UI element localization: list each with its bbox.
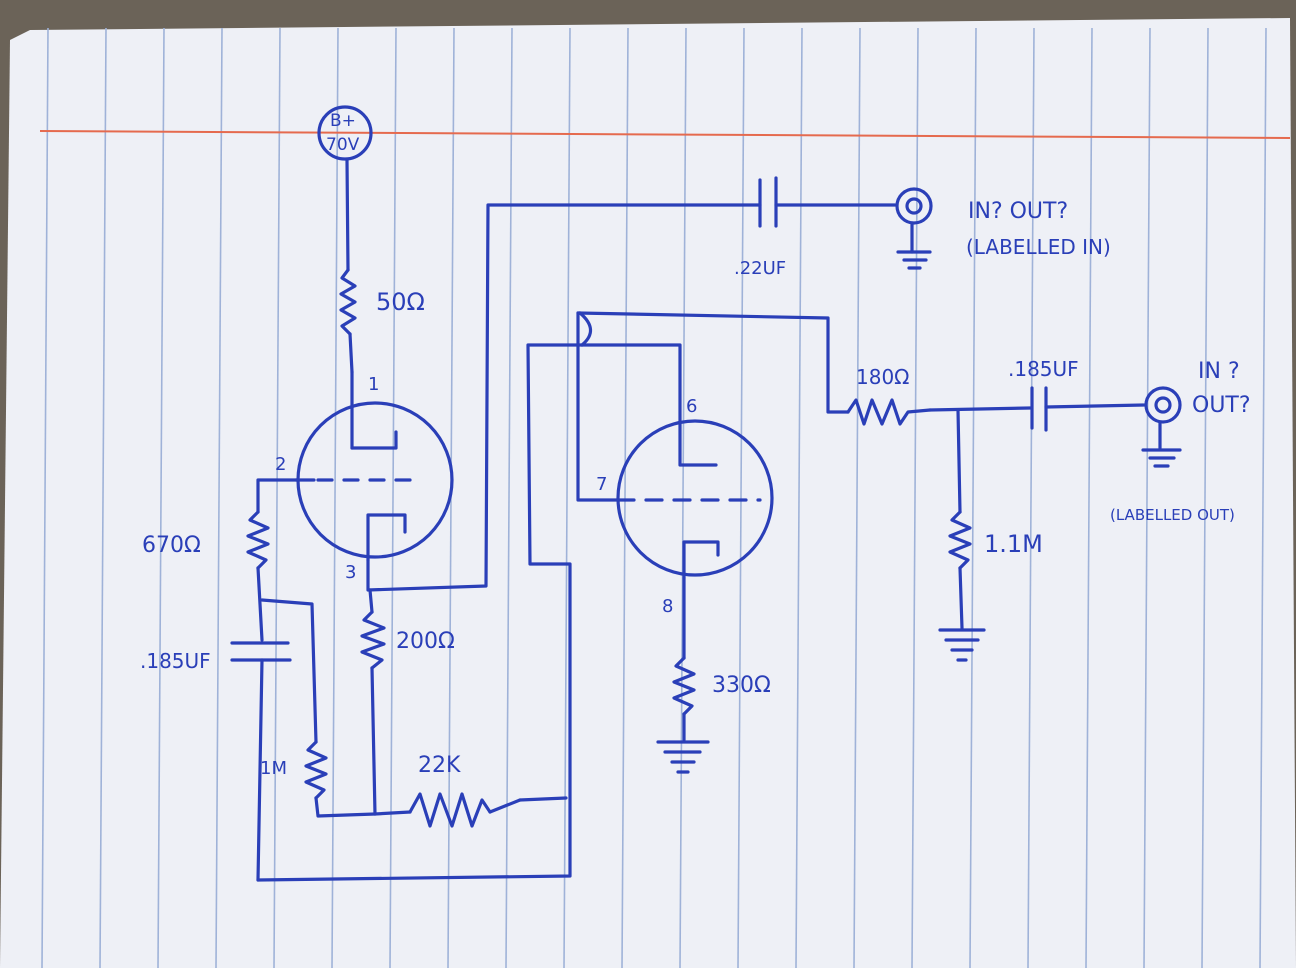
- label-1m: 1M: [260, 758, 287, 779]
- label-pin-6: 6: [686, 396, 697, 417]
- label-22uf: .22UF: [734, 258, 786, 279]
- label-185uf-out: .185UF: [1008, 357, 1079, 381]
- resistor-1m: [304, 740, 328, 800]
- label-pin-2: 2: [275, 454, 286, 475]
- ruled-line: [41, 27, 49, 968]
- ruled-line: [621, 27, 629, 968]
- b-plus-supply-node: [317, 105, 373, 161]
- ruled-line: [99, 27, 107, 968]
- output-jack-2: [1144, 386, 1182, 424]
- labels: B+ 70V 50Ω 1 2 3 670Ω .185UF 200Ω 1M 22K…: [140, 111, 1251, 779]
- resistor-22k: [408, 792, 492, 828]
- notebook-paper: [0, 18, 1296, 968]
- resistor-200-ohm: [360, 610, 386, 670]
- ruled-line: [853, 27, 861, 968]
- label-jack2-line1: IN ?: [1198, 359, 1240, 384]
- label-pin-8: 8: [662, 596, 673, 617]
- label-670-ohm: 670Ω: [142, 533, 201, 558]
- wiring: [230, 105, 1182, 882]
- label-jack1-line1: IN? OUT?: [968, 199, 1068, 224]
- ruled-line: [737, 27, 745, 968]
- ruled-line: [911, 27, 919, 968]
- ruled-line: [273, 27, 281, 968]
- ruled-line: [1259, 27, 1267, 968]
- ruled-line: [215, 27, 223, 968]
- label-200-ohm: 200Ω: [396, 629, 455, 654]
- label-22k: 22K: [418, 753, 461, 778]
- resistor-670-ohm: [246, 510, 270, 570]
- resistor-330-ohm: [672, 656, 696, 716]
- ruled-line: [1085, 27, 1093, 968]
- ruled-line: [969, 27, 977, 968]
- label-pin-1: 1: [368, 374, 379, 395]
- margin-line: [39, 130, 1291, 139]
- label-185uf-grid: .185UF: [140, 649, 211, 673]
- label-180-ohm: 180Ω: [856, 365, 909, 389]
- ruled-line: [505, 27, 513, 968]
- label-50-ohm: 50Ω: [376, 288, 425, 316]
- label-1-1m: 1.1M: [984, 530, 1043, 558]
- input-jack-1: [895, 187, 933, 225]
- ruled-line: [795, 27, 803, 968]
- ruled-line: [1143, 27, 1151, 968]
- triode-tube-2: [616, 419, 774, 577]
- supply-label-top: B+: [330, 111, 356, 131]
- label-pin-3: 3: [345, 562, 356, 583]
- ruled-line: [331, 27, 339, 968]
- label-jack1-line2: (LABELLED IN): [966, 235, 1111, 259]
- ruled-line: [1027, 27, 1035, 968]
- ruled-line: [563, 27, 571, 968]
- ruled-line: [1201, 27, 1209, 968]
- ruled-line: [389, 27, 397, 968]
- label-jack2-line2: OUT?: [1192, 393, 1251, 418]
- resistor-180-ohm: [846, 398, 932, 426]
- label-pin-7: 7: [596, 474, 607, 495]
- supply-label-bottom: 70V: [326, 135, 360, 155]
- resistor-50-ohm: [339, 268, 357, 336]
- resistor-1-1m: [948, 510, 972, 570]
- ruled-line: [679, 27, 687, 968]
- ruled-line: [157, 27, 165, 968]
- label-330-ohm: 330Ω: [712, 673, 771, 698]
- ruled-lines: [41, 27, 1267, 968]
- label-jack2-note: (LABELLED OUT): [1110, 506, 1235, 524]
